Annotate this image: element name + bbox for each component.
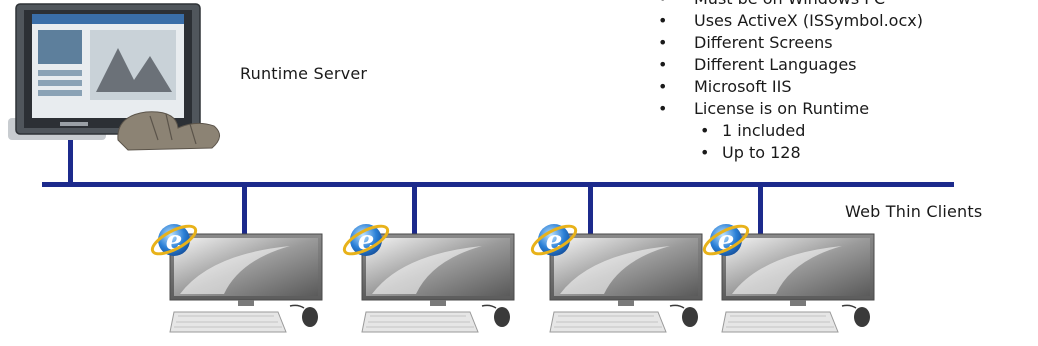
web-thin-clients-label: Web Thin Clients (845, 202, 983, 221)
runtime-server-label: Runtime Server (240, 64, 368, 83)
runtime-server-panel (8, 3, 220, 151)
feature-list: Must be on Windows PC Uses ActiveX (ISSy… (658, 0, 923, 164)
feature-item: Different Screens (658, 32, 923, 54)
license-sublist: 1 included Up to 128 (694, 120, 923, 164)
feature-item: Must be on Windows PC (658, 0, 923, 10)
feature-item: License is on Runtime (658, 98, 923, 120)
client-4 (699, 219, 876, 334)
feature-item: Different Languages (658, 54, 923, 76)
client-3 (527, 219, 704, 334)
license-sublist-wrapper: 1 included Up to 128 (658, 120, 923, 164)
license-sub-item: Up to 128 (694, 142, 923, 164)
feature-item: Microsoft IIS (658, 76, 923, 98)
feature-item: Uses ActiveX (ISSymbol.ocx) (658, 10, 923, 32)
client-1 (147, 219, 324, 334)
license-sub-item: 1 included (694, 120, 923, 142)
network-bus (42, 140, 954, 236)
client-2 (339, 219, 516, 334)
